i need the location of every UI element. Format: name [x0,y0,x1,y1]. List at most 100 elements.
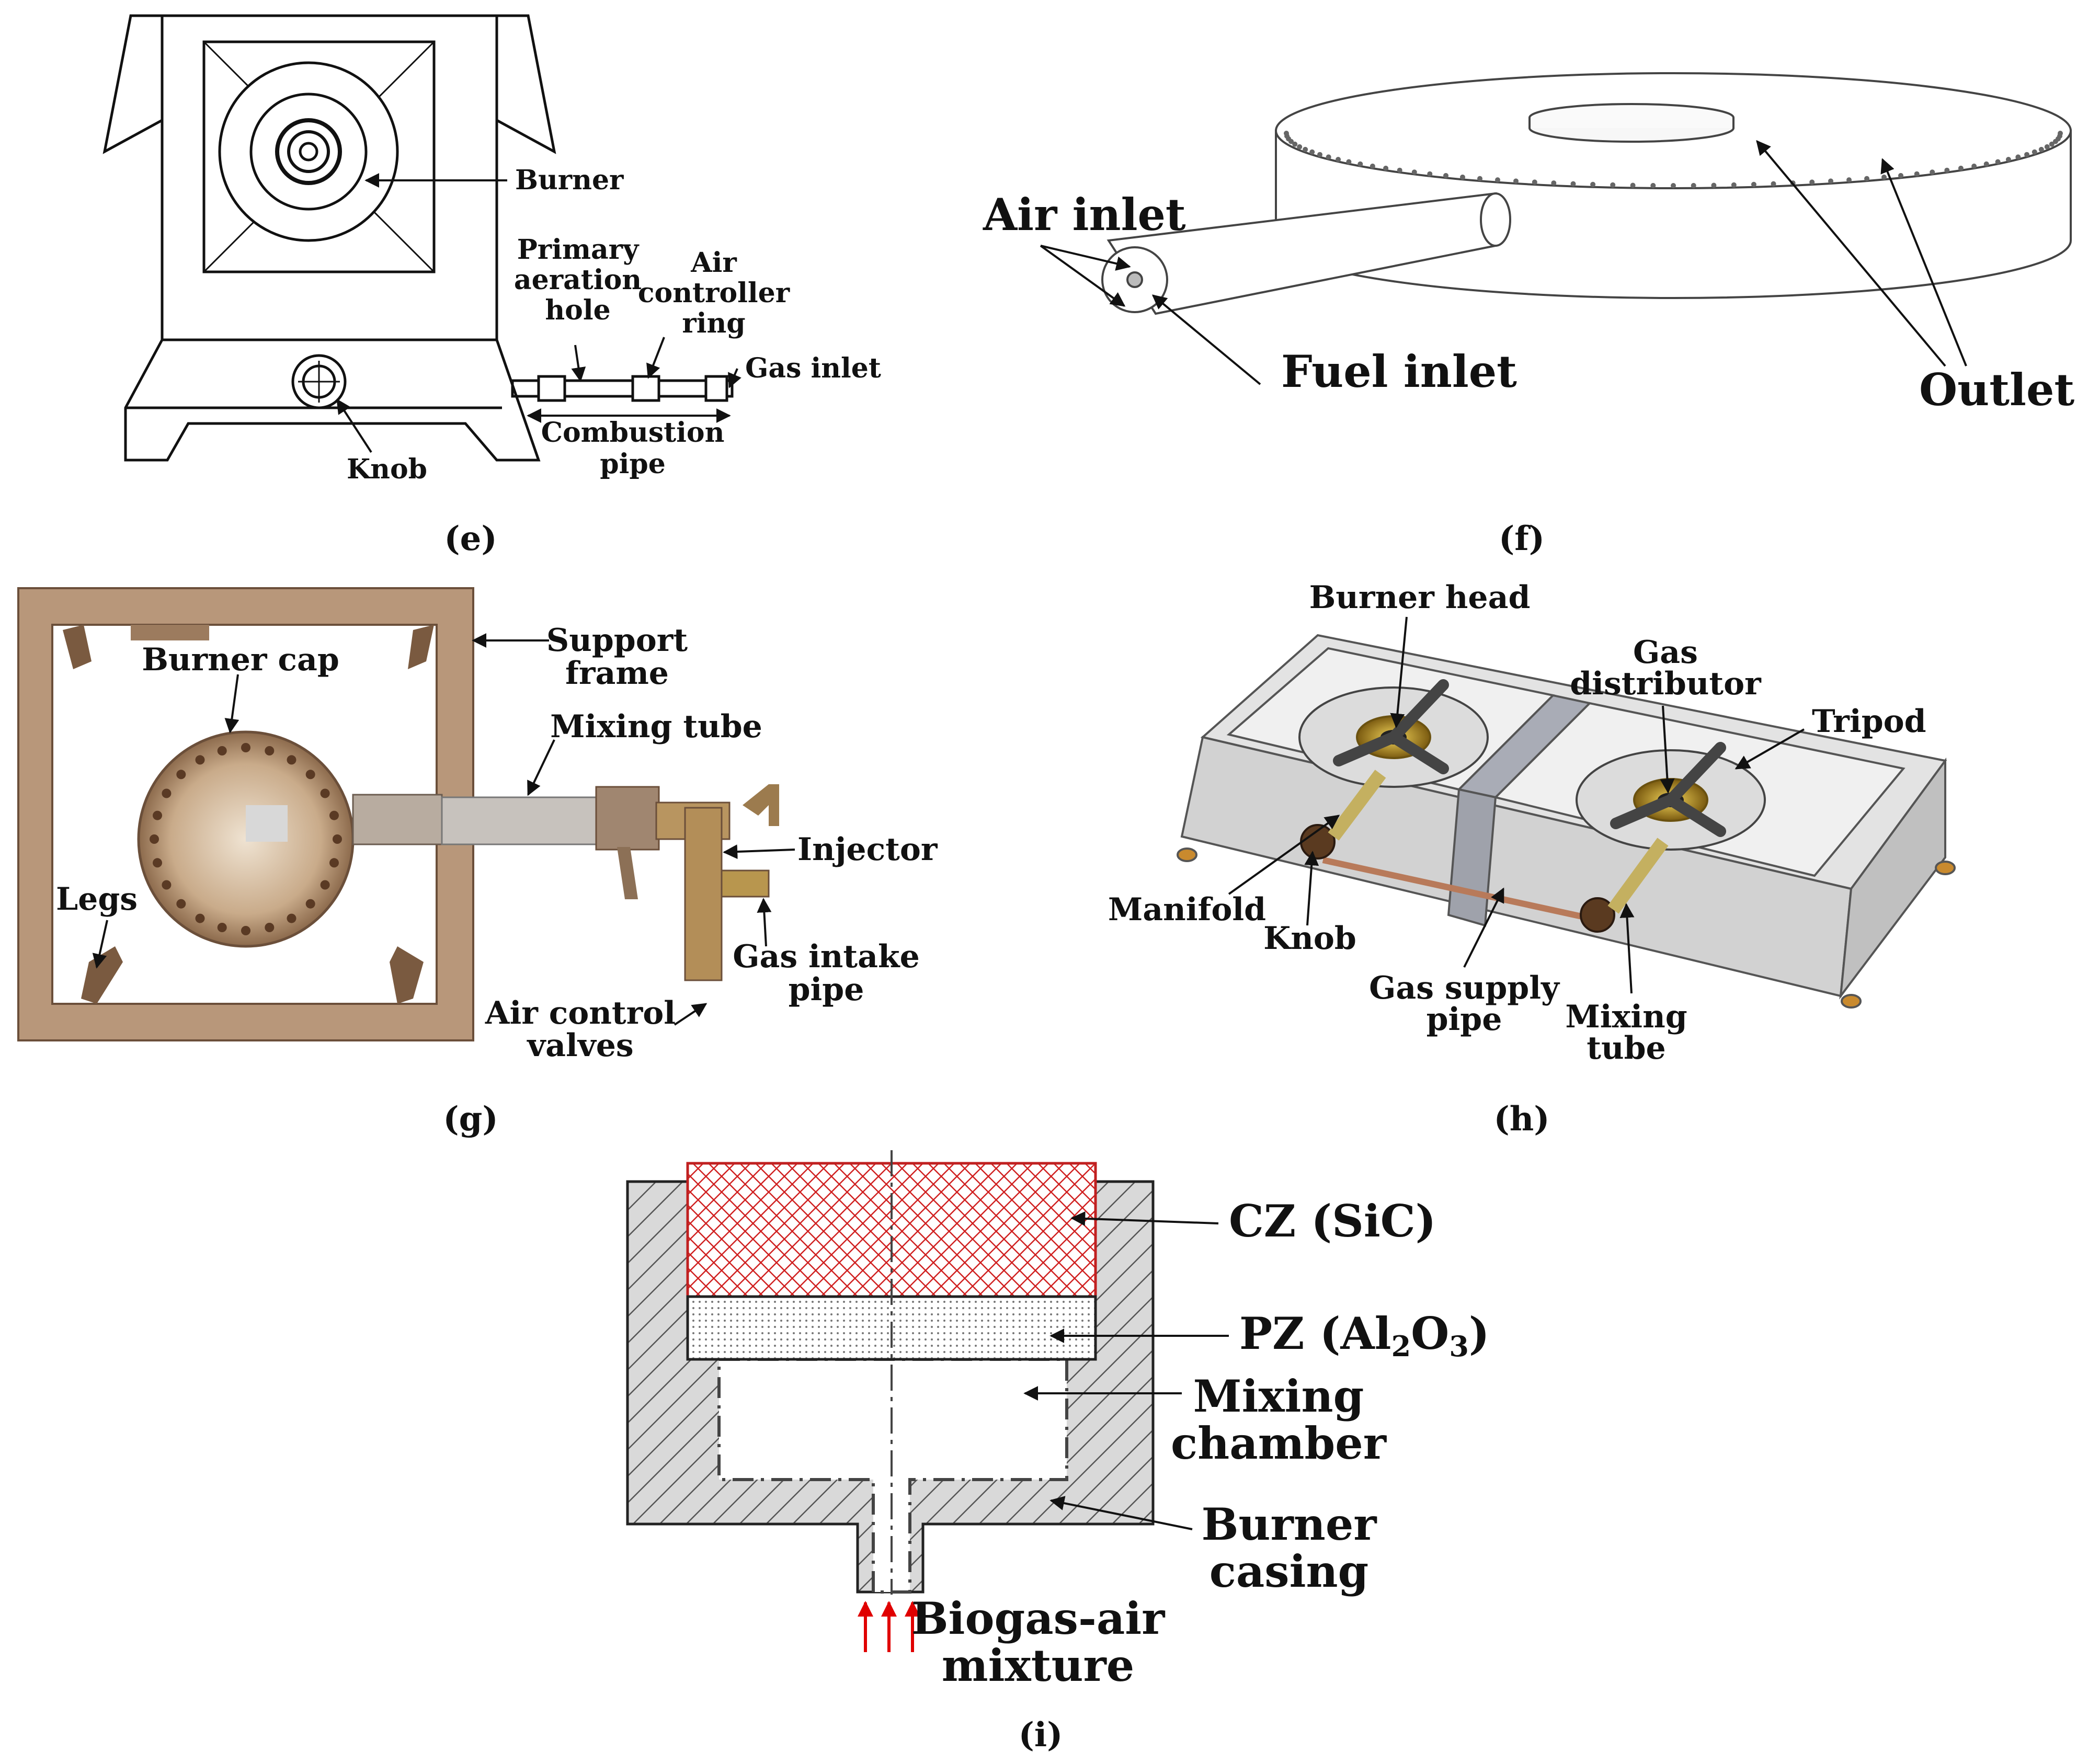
cap-hole [195,913,205,923]
leg-right [390,946,424,1004]
outlet-hole [1513,178,1519,184]
outlet-hole [1610,182,1616,188]
outlet-hole [1898,173,1903,178]
caption-e: (e) [444,519,497,558]
cap-hole [320,788,330,798]
label-gas-distributor-2: distributor [1570,666,1762,702]
gas-supply-pipe [1322,857,1612,926]
label-air-ring-1: Air [690,247,737,279]
outlet-hole [1864,176,1869,181]
label-manifold: Manifold [1108,891,1266,928]
outlet-hole [1551,180,1557,186]
label-air-ring-2: controller [638,277,790,309]
outlet-hole [1881,174,1887,180]
cap-hole [217,746,227,755]
label-gas-supply-1: Gas supply [1369,970,1560,1006]
caption-g: (g) [443,1099,498,1139]
gas-intake-pipe [721,869,770,898]
outlet-hole [1809,179,1815,185]
label-air-valves-1: Air control [485,995,676,1032]
outlet-hole [2024,152,2029,157]
outlet-hole [2032,149,2037,155]
label-pz-mid: O [1411,1308,1449,1359]
label-burner-cap: Burner cap [142,642,339,678]
outlet-hole [1460,174,1465,180]
outlet-hole [2038,146,2044,152]
label-casing-1: Burner [1201,1498,1377,1550]
outlet-hole [1336,157,1341,162]
label-combustion-2: pipe [600,448,666,480]
label-pz-suffix: ) [1469,1308,1490,1359]
cap-hole [287,913,296,923]
cap-hole [320,880,330,890]
outlet-hole [1303,146,1308,152]
outlet-hole [1630,182,1636,188]
mixing-tube [352,794,443,845]
caption-f: (f) [1499,519,1545,558]
outlet-hole [1751,181,1756,187]
outlet-hole [1914,171,1920,177]
panel-i-labels: CZ (SiC) PZ (Al2O3) Mixing chamber Burne… [911,1195,1490,1755]
tripod [1610,742,1726,837]
outlet-hole [1346,159,1352,165]
panel-g-arrows [92,633,795,1026]
outlet-hole [1532,179,1537,185]
outlet-hole [1711,182,1717,188]
panel-g [17,587,779,1041]
outlet-hole [1958,165,1964,171]
outlet-hole [1995,159,2001,165]
cap-hole [241,926,250,935]
outlet-hole [1397,167,1402,173]
knob-right [1580,897,1615,933]
cap-hole [241,743,250,752]
burner-cap-holes [150,743,342,935]
label-fuel-inlet: Fuel inlet [1281,346,1517,397]
label-primary-3: hole [545,294,610,326]
label-support-2: frame [565,655,669,692]
outlet-hole [1590,181,1596,187]
label-mixing-tube-h-2: tube [1587,1030,1665,1067]
cap-hole [265,746,275,755]
burner-icon [275,118,342,185]
cap-hole [176,770,186,780]
inflow-arrows [858,1601,920,1652]
outlet-hole [1443,173,1448,178]
outlet-hole [1691,182,1696,188]
outlet-hole [1828,178,1833,184]
cap-hole [176,899,186,909]
leg-left [81,946,123,1004]
label-tripod: Tripod [1812,703,1926,740]
outlet-hole [1971,163,1977,169]
label-air-inlet: Air inlet [983,189,1186,240]
label-mixture-2: mixture [942,1640,1134,1691]
mixing-chamber [717,1358,1068,1594]
label-knob: Knob [347,453,427,485]
cap-hole [287,755,296,765]
label-primary-2: aeration [514,264,642,296]
panel-f-arrows [1040,140,1967,385]
outlet-hole [1370,163,1375,169]
outlet-hole [1326,154,1331,160]
outlet-hole [1309,149,1315,155]
combustion-pipe [511,379,734,398]
panel-i [626,1150,1155,1652]
cap-hole [305,770,315,780]
label-cz: CZ (SiC) [1229,1195,1436,1247]
panel-g-labels: Burner cap Support frame Mixing tube Inj… [56,622,938,1139]
outlet-hole [1846,177,1852,183]
label-air-ring-3: ring [682,307,745,339]
caption-i: (i) [1019,1715,1063,1755]
label-knob-h: Knob [1263,920,1356,957]
outlet-hole [1983,161,1989,167]
label-combustion-1: Combustion [541,417,725,449]
panel-h-labels: Burner head Gas distributor Tripod Manif… [1108,579,1926,1139]
label-burner-head: Burner head [1309,579,1531,616]
panel-h [1177,634,1956,1009]
panel-i-arrows [1023,1211,1229,1530]
outlet-hole [1731,182,1737,188]
outlet-hole [1297,144,1303,150]
outlet-hole [1288,139,1294,144]
label-mixing-tube-h-1: Mixing [1565,999,1687,1035]
support-frame [17,587,474,1041]
cap-hole [305,899,315,909]
